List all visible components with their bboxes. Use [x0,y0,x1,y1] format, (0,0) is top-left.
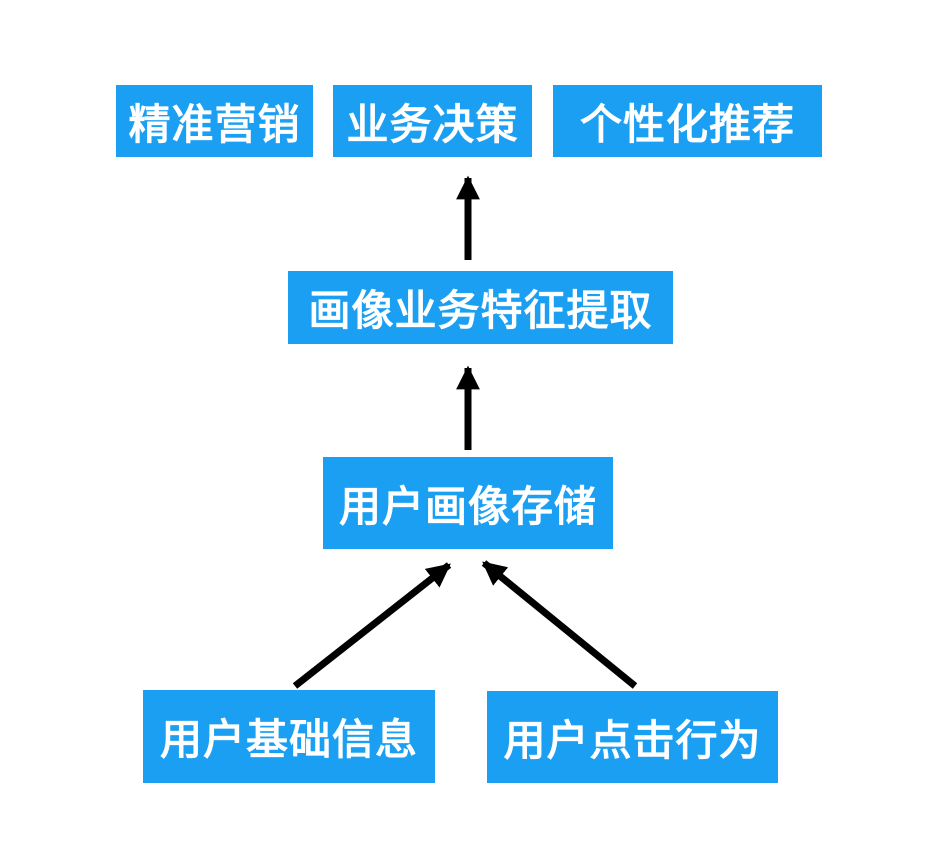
arrow-basicinfo-to-storage [292,562,452,689]
node-user-basic-info: 用户基础信息 [143,690,435,783]
node-profile-storage: 用户画像存储 [323,457,613,549]
node-precision-marketing: 精准营销 [116,85,313,157]
node-personalized-recommendation: 个性化推荐 [553,85,822,157]
node-business-decision: 业务决策 [333,85,532,157]
node-label: 画像业务特征提取 [308,287,653,334]
node-label: 用户点击行为 [503,716,762,764]
arrow-clickbehavior-to-storage [481,560,638,689]
node-label: 用户基础信息 [159,716,418,763]
node-label: 用户画像存储 [338,482,597,530]
node-label: 业务决策 [346,100,519,148]
node-user-click-behavior: 用户点击行为 [487,691,778,783]
node-label: 精准营销 [128,100,301,148]
node-label: 个性化推荐 [579,100,795,148]
node-feature-extraction: 画像业务特征提取 [288,271,673,344]
